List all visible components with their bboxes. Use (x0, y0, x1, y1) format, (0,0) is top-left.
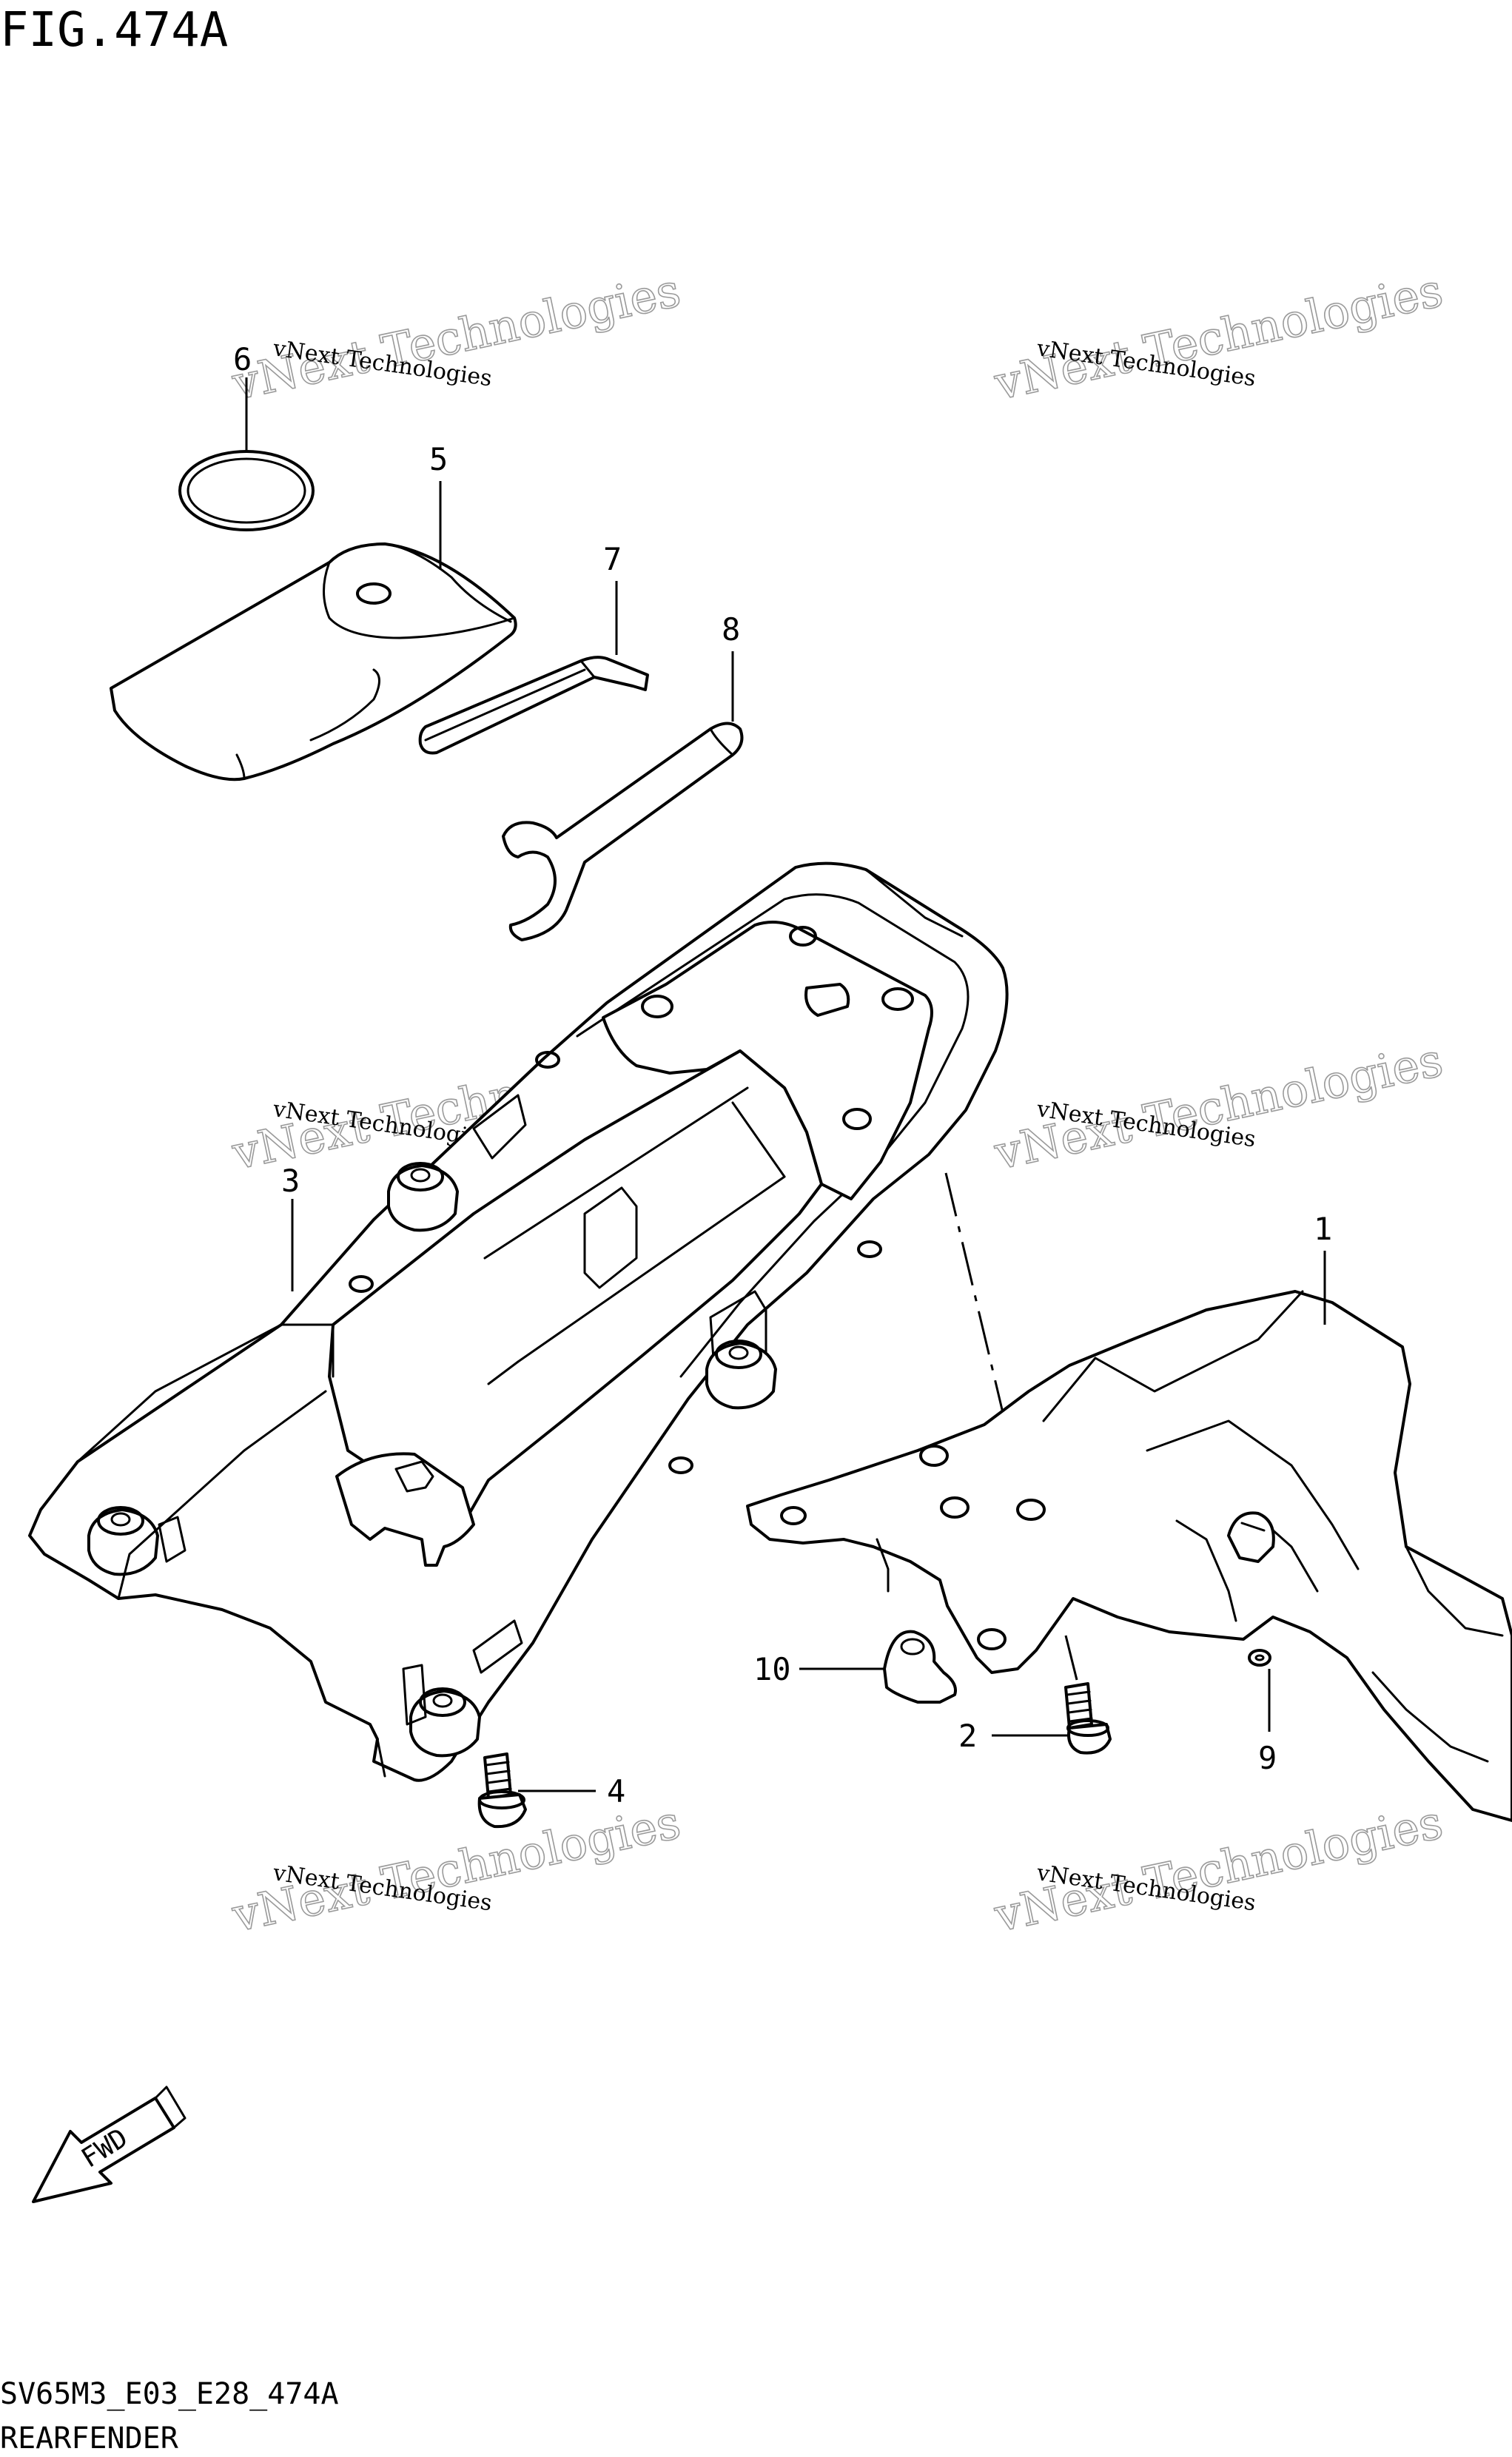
figure-title: FIG.474A (0, 3, 228, 58)
part-1-rear-fender (746, 1290, 1512, 1822)
callout-8: 8 (722, 611, 740, 648)
watermark-bottom-left: vNext Technologies vNext Technologies (226, 1794, 685, 1943)
part-2-screw (1064, 1682, 1112, 1755)
part-10-grommet (883, 1630, 957, 1704)
rubber-bumper (387, 1162, 459, 1232)
part-7-hex-key (418, 656, 649, 755)
fwd-arrow-icon: FWD (32, 2085, 187, 2203)
watermark-mid-right: vNext Technologies vNext Technologies (989, 1032, 1448, 1180)
rubber-bumper (409, 1687, 481, 1758)
callout-3: 3 (281, 1163, 300, 1199)
watermark-top-right: vNext Technologies vNext Technologies (989, 262, 1448, 411)
callout-7: 7 (603, 541, 622, 577)
rubber-bumper (87, 1506, 159, 1576)
part-3-rear-tray (28, 861, 1009, 1782)
callout-9: 9 (1258, 1740, 1277, 1776)
leader-lines (245, 377, 1326, 1792)
part-9-washer (1248, 1649, 1271, 1667)
callout-1: 1 (1314, 1211, 1332, 1247)
callout-5: 5 (429, 441, 448, 477)
part-8-spanner (502, 722, 744, 941)
part-5-tool-bag (110, 542, 517, 782)
watermark-bottom-right: vNext Technologies vNext Technologies (989, 1794, 1448, 1943)
watermark-top-left: vNext Technologies vNext Technologies (226, 262, 685, 411)
callout-10: 10 (753, 1651, 791, 1687)
figure-code: SV65M3_E03_E28_474A (0, 2377, 339, 2411)
callout-4: 4 (607, 1773, 625, 1809)
callout-2: 2 (958, 1718, 977, 1754)
watermark-large-text: vNext Technologies (989, 263, 1448, 411)
part-6-o-ring (178, 450, 315, 531)
rubber-bumper (705, 1340, 777, 1410)
watermark-large-text: vNext Technologies (227, 263, 685, 411)
callout-6: 6 (233, 341, 252, 377)
part-4-screw (477, 1752, 527, 1829)
figure-caption: REARFENDER (0, 2421, 179, 2456)
